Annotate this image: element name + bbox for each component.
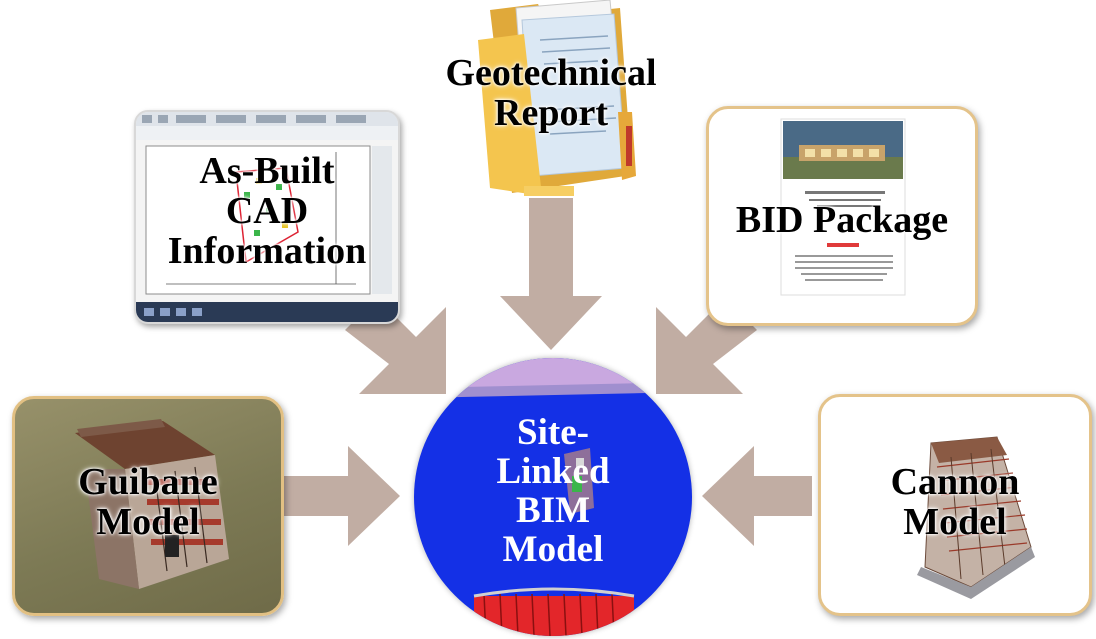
arrow-geotechnical-to-center — [500, 198, 602, 350]
arrow-guibane-to-center — [282, 446, 400, 546]
folder-icon — [478, 0, 636, 196]
building-model — [917, 436, 1035, 599]
cad-screenshot — [136, 112, 398, 322]
bid-package-node: BID Package — [706, 106, 978, 326]
cannon-model-label: Cannon Model — [890, 461, 1020, 543]
site-linked-bim-label: Site- Linked BIM Model — [496, 412, 610, 570]
document-cover — [780, 118, 906, 296]
cannon-model-node: Cannon Model — [818, 394, 1092, 616]
building-model — [75, 419, 229, 589]
as-built-cad-label: As-Built CAD Information — [167, 150, 367, 272]
geotechnical-report-node: Geotechnical Report — [420, 0, 682, 196]
guibane-model-node: Guibane Model — [12, 396, 284, 616]
site-model-backdrop — [414, 358, 692, 636]
site-linked-bim-node: Site- Linked BIM Model — [414, 358, 692, 636]
bid-package-label: BID Package — [735, 199, 949, 241]
geotechnical-report-label: Geotechnical Report — [445, 52, 657, 134]
guibane-model-label: Guibane Model — [78, 461, 218, 543]
arrow-cannon-to-center — [702, 446, 812, 546]
as-built-cad-node: As-Built CAD Information — [134, 110, 400, 324]
